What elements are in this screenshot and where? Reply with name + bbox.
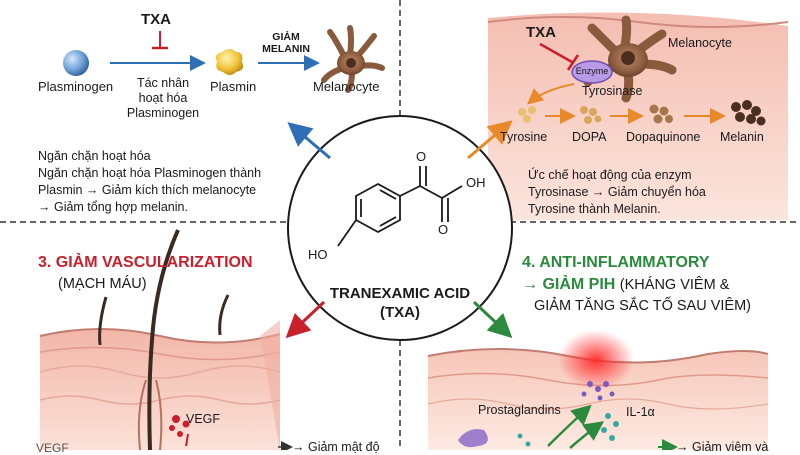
step-tyrosine: Tyrosine (500, 130, 548, 144)
q4-note: → Giảm viêm và (676, 440, 769, 454)
q2-melanocyte-label: Melanocyte (668, 36, 732, 50)
immune-cell-icon (458, 429, 488, 448)
step-dopaquinone: Dopaquinone (626, 130, 701, 144)
il1a-label: IL-1α (626, 405, 655, 419)
plasminogen-label: Plasminogen (38, 79, 114, 94)
hair-follicle-icon (98, 229, 230, 450)
arrow-to-q1 (287, 122, 331, 160)
melanocyte-cell-q2-icon (583, 15, 677, 103)
o-top-label: O (416, 149, 427, 164)
ho-label: HO (308, 247, 328, 262)
plasminogen-sphere-icon (63, 50, 89, 76)
txa-inhibit-line (539, 42, 573, 64)
step-melanin: Melanin (720, 130, 764, 144)
prostaglandins-label: Prostaglandins (478, 403, 561, 417)
plasmin-label: Plasmin (210, 79, 257, 94)
vegf-inhibit-line (185, 433, 189, 447)
tyrosinase-label: Tyrosinase (582, 84, 643, 98)
dopaquinone-molecules-icon (649, 104, 673, 124)
q1-description: Ngăn chặn hoạt hóa Ngăn chặn hoạt hóa Pl… (38, 149, 262, 214)
dopa-molecules-icon (580, 106, 602, 124)
center-circle (287, 115, 513, 341)
q4-title-line1: 4. ANTI-INFLAMMATORY (522, 254, 710, 271)
arrow-to-q2 (467, 120, 513, 160)
q4-title-line3: GIẢM TĂNG SẮC TỐ SAU VIÊM) (534, 298, 751, 314)
vegf-label: VEGF (186, 412, 221, 426)
q1-txa-label: TXA (141, 11, 171, 28)
enzyme-label: Enzyme (575, 66, 609, 76)
tyrosine-molecules-icon (518, 106, 536, 123)
skin-cross-section-q3 (39, 320, 281, 450)
prostaglandins-molecules-icon (581, 381, 615, 401)
q3-title: 3. GIẢM VASCULARIZATION (38, 254, 253, 271)
txa-molecule-structure (337, 166, 463, 247)
step-dopa: DOPA (572, 130, 607, 144)
q2-description: Ức chế hoạt động của enzym Tyrosinase → … (528, 168, 706, 216)
q4-title-line2: → GIẢM PIH (KHÁNG VIÊM & (522, 276, 730, 293)
melanocyte-cell-icon (321, 25, 385, 93)
enzyme-bubble-icon (571, 60, 613, 84)
melanin-granules-icon (731, 100, 766, 126)
q3-subtitle: (MẠCH MÁU) (58, 276, 147, 292)
arrow-to-q4 (472, 300, 513, 339)
q1-melanocyte-label: Melanocyte (313, 79, 380, 94)
vegf-partial-label: VEGF (36, 441, 69, 455)
q2-txa-label: TXA (526, 24, 556, 41)
o-bottom-label: O (438, 222, 449, 237)
inflammation-glow-icon (558, 330, 634, 390)
plasmin-blob-icon (215, 49, 244, 75)
q3-note: → Giảm mật độ (292, 440, 380, 454)
compound-name: TRANEXAMIC ACID(TXA) (329, 285, 471, 321)
arrow-to-q3 (285, 300, 326, 339)
vegf-molecules-icon (169, 415, 190, 437)
oh-label: OH (466, 175, 486, 190)
